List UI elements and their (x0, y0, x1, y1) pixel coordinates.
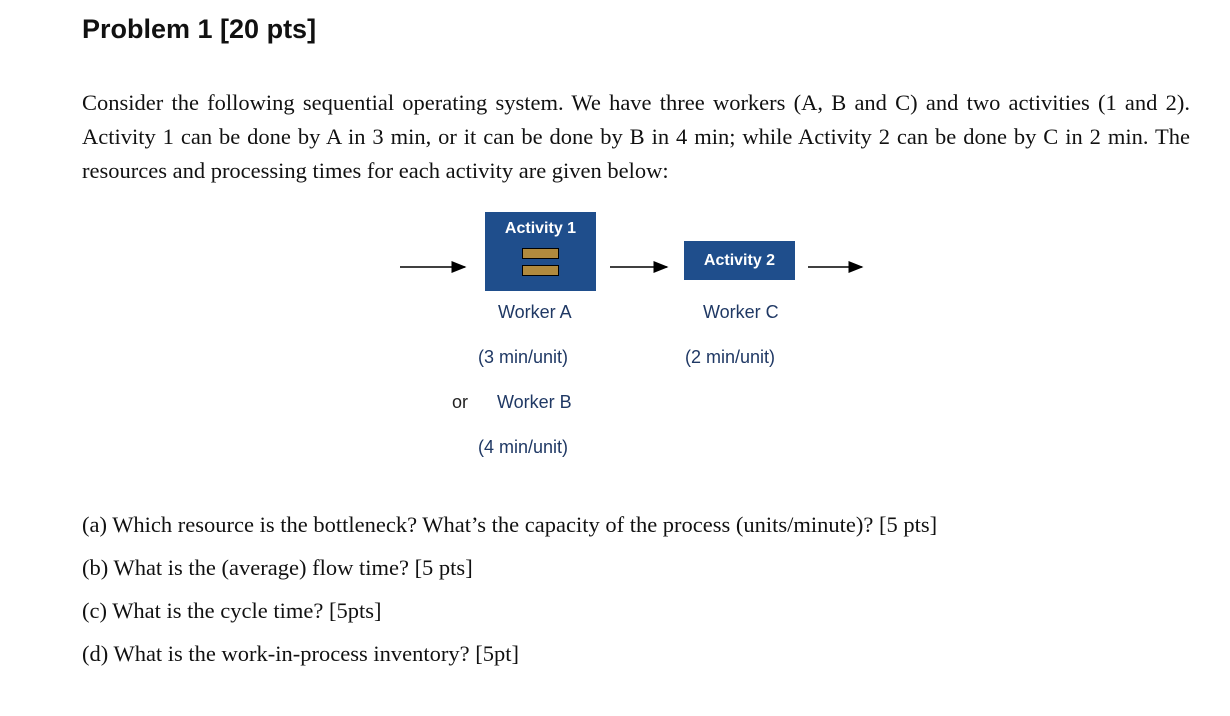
worker-c-label: Worker C (703, 302, 779, 322)
activity-1-label: Activity 1 (504, 220, 577, 237)
worker-b-time: (4 min/unit) (478, 437, 569, 457)
worker-a-label: Worker A (498, 302, 572, 322)
question-b: (b) What is the (average) flow time? [5 … (82, 555, 473, 580)
activity-1-box: Activity 1 (485, 212, 596, 291)
question-c: (c) What is the cycle time? [5pts] (82, 598, 382, 623)
or-label: or (452, 392, 469, 412)
question-d: (d) What is the work-in-process inventor… (82, 641, 519, 666)
question-a: (a) Which resource is the bottleneck? Wh… (82, 512, 938, 537)
worker-icon (522, 248, 559, 259)
worker-a-time: (3 min/unit) (478, 347, 569, 367)
worker-c-time: (2 min/unit) (685, 347, 776, 367)
problem-title: Problem 1 [20 pts] (82, 14, 317, 44)
worker-b-label: Worker B (497, 392, 572, 412)
problem-description: Consider the following sequential operat… (82, 90, 1190, 183)
worker-icon (522, 265, 559, 276)
activity-2-box: Activity 2 (684, 241, 795, 280)
